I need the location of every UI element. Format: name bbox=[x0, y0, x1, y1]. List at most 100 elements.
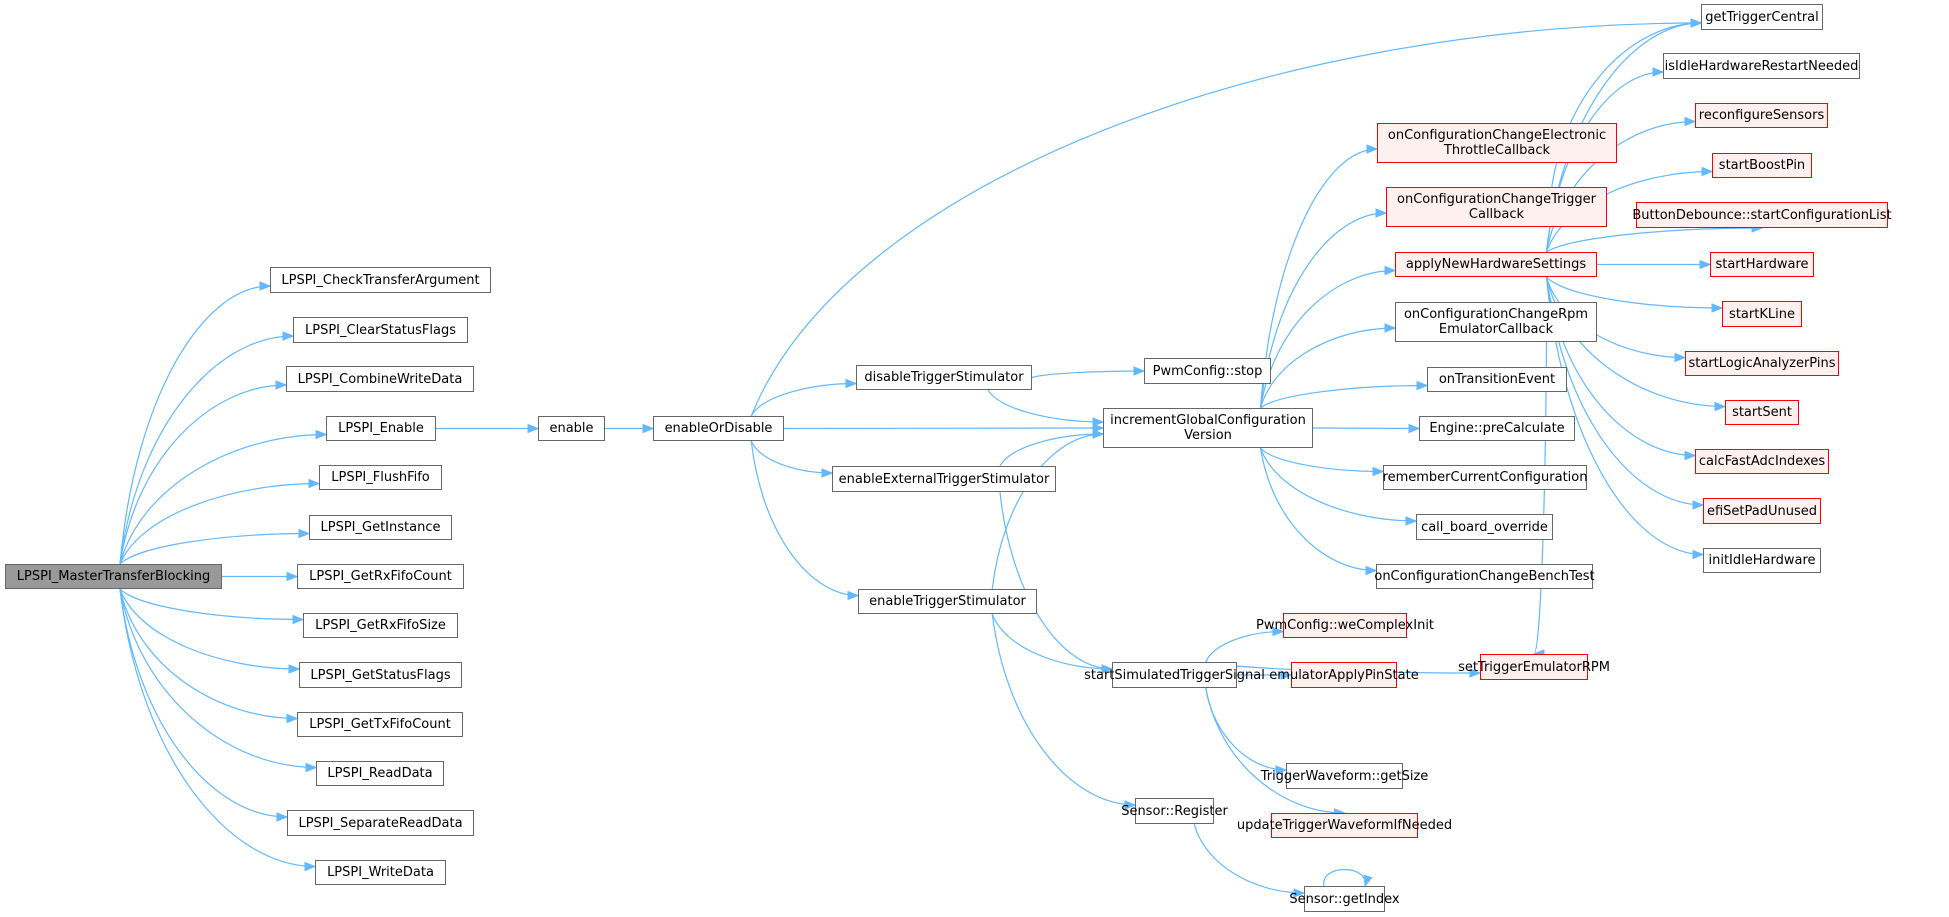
edge-applyNewHardwareSettings-to-startLogicAnalyzerPins bbox=[1545, 276, 1686, 359]
node-get-rx-fifo-count[interactable]: LPSPI_GetRxFifoCount bbox=[297, 564, 464, 589]
edge-incrementGlobalConfigurationVersion-to-rememberCurrentConfiguration bbox=[1260, 447, 1384, 473]
node-check-transfer-argument[interactable]: LPSPI_CheckTransferArgument bbox=[270, 267, 491, 293]
node-sensor-get-index[interactable]: Sensor::getIndex bbox=[1289, 886, 1400, 912]
node-write-data[interactable]: LPSPI_WriteData bbox=[315, 860, 446, 885]
node-label: initIdleHardware bbox=[1708, 553, 1816, 568]
edge-enableTriggerStimulator-to-sensorRegister bbox=[991, 613, 1136, 806]
arrowhead-icon bbox=[298, 528, 311, 539]
node-label: LPSPI_GetRxFifoCount bbox=[309, 569, 452, 584]
arrowhead-icon bbox=[1101, 664, 1114, 674]
node-on-cfg-etb[interactable]: onConfigurationChangeElectronic Throttle… bbox=[1377, 123, 1617, 163]
arrowhead-icon bbox=[821, 468, 834, 478]
node-increment-global-configuration-version[interactable]: incrementGlobalConfiguration Version bbox=[1103, 408, 1313, 448]
arrowhead-icon bbox=[1652, 67, 1665, 77]
node-label: LPSPI_Enable bbox=[338, 421, 424, 436]
node-get-trigger-central[interactable]: getTriggerCentral bbox=[1701, 4, 1823, 30]
edge-incrementGlobalConfigurationVersion-to-onCfgRpmEmu bbox=[1259, 327, 1396, 409]
arrowhead-icon bbox=[1674, 352, 1687, 363]
node-combine-write-data[interactable]: LPSPI_CombineWriteData bbox=[286, 366, 474, 392]
node-trigger-waveform-get-size[interactable]: TriggerWaveform::getSize bbox=[1261, 763, 1428, 789]
edge-disableTriggerStimulator-to-incrementGlobalConfigurationVersion bbox=[987, 389, 1104, 423]
node-on-cfg-trigger[interactable]: onConfigurationChangeTrigger Callback bbox=[1386, 187, 1607, 227]
edge-enableOrDisable-to-enableTriggerStimulator bbox=[750, 440, 859, 597]
node-label: calcFastAdcIndexes bbox=[1698, 454, 1826, 469]
node-label: startSimulatedTriggerSignal bbox=[1084, 667, 1265, 683]
node-init-idle-hardware[interactable]: initIdleHardware bbox=[1703, 548, 1821, 573]
node-disable-trigger-stimulator[interactable]: disableTriggerStimulator bbox=[856, 365, 1032, 390]
node-label: startKLine bbox=[1729, 306, 1795, 322]
edge-root-to-lpspiEnable bbox=[119, 433, 327, 565]
arrowhead-icon bbox=[1133, 366, 1146, 376]
edge-root-to-getRxFifoSize bbox=[119, 588, 304, 621]
node-label: incrementGlobalConfiguration Version bbox=[1110, 413, 1306, 443]
arrowhead-icon bbox=[1375, 208, 1388, 218]
arrowhead-icon bbox=[1092, 417, 1105, 427]
node-pwm-stop[interactable]: PwmConfig::stop bbox=[1144, 358, 1271, 384]
node-get-instance[interactable]: LPSPI_GetInstance bbox=[309, 515, 452, 540]
arrowhead-icon bbox=[1690, 18, 1703, 28]
node-start-simulated-trigger-signal[interactable]: startSimulatedTriggerSignal bbox=[1084, 662, 1265, 688]
edge-startSimulatedTriggerSignal-to-triggerWaveformGetSize bbox=[1205, 687, 1287, 771]
node-emulator-apply-pin-state[interactable]: emulatorApplyPinState bbox=[1269, 662, 1419, 688]
arrowhead-icon bbox=[1684, 450, 1697, 461]
arrowhead-icon bbox=[527, 423, 540, 434]
node-reconfigure-sensors[interactable]: reconfigureSensors bbox=[1695, 103, 1828, 128]
node-pwm-we-complex-init[interactable]: PwmConfig::weComplexInit bbox=[1256, 613, 1434, 638]
arrowhead-icon bbox=[315, 429, 328, 440]
node-update-trigger-waveform-if-needed[interactable]: updateTriggerWaveformIfNeeded bbox=[1237, 813, 1452, 838]
node-efi-set-pad-unused[interactable]: efiSetPadUnused bbox=[1703, 498, 1821, 524]
node-set-trigger-emulator-r-p-m[interactable]: setTriggerEmulatorRPM bbox=[1458, 654, 1610, 680]
node-separate-read-data[interactable]: LPSPI_SeparateReadData bbox=[287, 810, 474, 836]
node-get-tx-fifo-count[interactable]: LPSPI_GetTxFifoCount bbox=[297, 712, 463, 737]
node-is-idle-hardware-restart-needed[interactable]: isIdleHardwareRestartNeeded bbox=[1663, 53, 1860, 79]
node-start-logic-analyzer-pins[interactable]: startLogicAnalyzerPins bbox=[1685, 351, 1839, 376]
node-get-rx-fifo-size[interactable]: LPSPI_GetRxFifoSize bbox=[303, 613, 458, 638]
node-on-cfg-bench-test[interactable]: onConfigurationChangeBenchTest bbox=[1374, 564, 1595, 589]
node-enable-external-trigger-stimulator[interactable]: enableExternalTriggerStimulator bbox=[832, 466, 1056, 492]
node-label: enable bbox=[549, 421, 594, 436]
node-flush-fifo[interactable]: LPSPI_FlushFifo bbox=[319, 465, 442, 490]
node-start-sent[interactable]: startSent bbox=[1725, 400, 1799, 425]
node-label: onConfigurationChangeRpm EmulatorCallbac… bbox=[1403, 307, 1589, 337]
node-button-debounce[interactable]: ButtonDebounce::startConfigurationList bbox=[1632, 202, 1892, 228]
node-read-data[interactable]: LPSPI_ReadData bbox=[316, 761, 444, 786]
arrowhead-icon bbox=[1692, 549, 1705, 560]
node-label: emulatorApplyPinState bbox=[1269, 667, 1419, 683]
node-on-transition-event[interactable]: onTransitionEvent bbox=[1427, 367, 1567, 392]
node-calc-fast-adc-indexes[interactable]: calcFastAdcIndexes bbox=[1695, 449, 1829, 474]
node-start-boost-pin[interactable]: startBoostPin bbox=[1712, 153, 1812, 178]
arrowhead-icon bbox=[1405, 516, 1418, 526]
node-lpspi-enable[interactable]: LPSPI_Enable bbox=[326, 416, 436, 441]
node-root: LPSPI_MasterTransferBlocking bbox=[5, 564, 222, 589]
node-call-board-override[interactable]: call_board_override bbox=[1416, 514, 1553, 540]
edge-applyNewHardwareSettings-to-buttonDebounce bbox=[1546, 227, 1763, 253]
arrowhead-icon bbox=[1684, 116, 1697, 127]
arrowhead-icon bbox=[1272, 626, 1285, 637]
node-label: isIdleHardwareRestartNeeded bbox=[1664, 58, 1859, 74]
node-label: getTriggerCentral bbox=[1705, 9, 1819, 25]
node-label: startSent bbox=[1732, 405, 1792, 420]
node-get-status-flags[interactable]: LPSPI_GetStatusFlags bbox=[299, 662, 462, 688]
arrowhead-icon bbox=[275, 380, 288, 390]
edge-root-to-separateReadData bbox=[119, 588, 288, 818]
edge-root-to-getStatusFlags bbox=[119, 588, 300, 670]
node-label: startBoostPin bbox=[1718, 158, 1806, 173]
node-enable[interactable]: enable bbox=[538, 416, 605, 441]
arrowhead-icon bbox=[1692, 500, 1705, 510]
node-on-cfg-rpm-emu[interactable]: onConfigurationChangeRpm EmulatorCallbac… bbox=[1395, 302, 1597, 342]
node-clear-status-flags[interactable]: LPSPI_ClearStatusFlags bbox=[293, 317, 468, 343]
node-apply-new-hardware-settings[interactable]: applyNewHardwareSettings bbox=[1395, 252, 1597, 277]
arrowhead-icon bbox=[1384, 265, 1397, 276]
node-label: startHardware bbox=[1715, 257, 1809, 272]
node-start-k-line[interactable]: startKLine bbox=[1722, 301, 1802, 327]
node-sensor-register[interactable]: Sensor::Register bbox=[1121, 798, 1228, 824]
node-enable-or-disable[interactable]: enableOrDisable bbox=[653, 416, 784, 441]
node-start-hardware[interactable]: startHardware bbox=[1710, 252, 1814, 277]
edge-enableTriggerStimulator-to-incrementGlobalConfigurationVersion bbox=[991, 433, 1104, 590]
node-remember-current-configuration[interactable]: rememberCurrentConfiguration bbox=[1383, 465, 1587, 490]
node-label: reconfigureSensors bbox=[1698, 108, 1825, 123]
node-enable-trigger-stimulator[interactable]: enableTriggerStimulator bbox=[858, 589, 1037, 614]
node-engine-pre-calculate[interactable]: Engine::preCalculate bbox=[1419, 416, 1575, 441]
edge-incrementGlobalConfigurationVersion-to-onCfgBenchTest bbox=[1259, 447, 1377, 572]
